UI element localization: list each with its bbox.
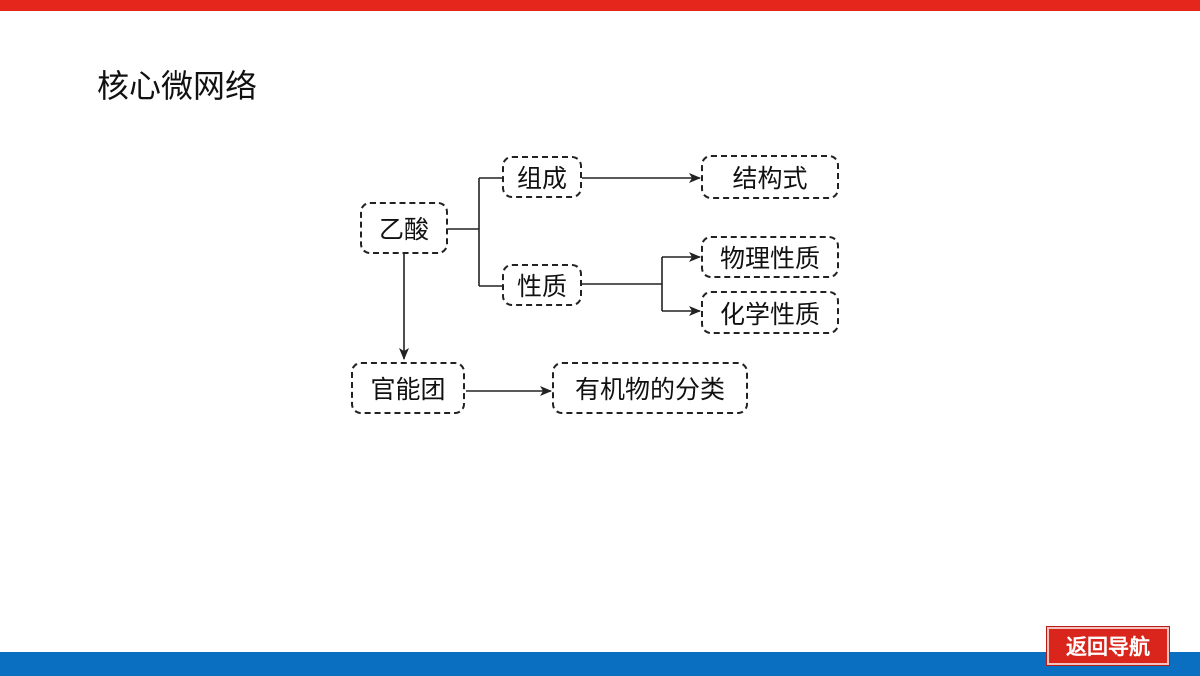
node-structural-formula: 结构式 bbox=[701, 155, 839, 199]
node-physical-properties: 物理性质 bbox=[701, 236, 839, 278]
top-accent-bar bbox=[0, 0, 1200, 11]
node-chemical-properties: 化学性质 bbox=[701, 291, 839, 334]
node-properties: 性质 bbox=[502, 264, 582, 306]
bottom-accent-bar bbox=[0, 652, 1200, 676]
node-acetic-acid: 乙酸 bbox=[360, 202, 448, 254]
node-functional-group: 官能团 bbox=[351, 362, 465, 414]
back-to-navigation-button[interactable]: 返回导航 bbox=[1046, 626, 1170, 666]
page-title: 核心微网络 bbox=[97, 67, 258, 105]
node-organic-classification: 有机物的分类 bbox=[552, 362, 748, 414]
node-composition: 组成 bbox=[502, 156, 582, 198]
